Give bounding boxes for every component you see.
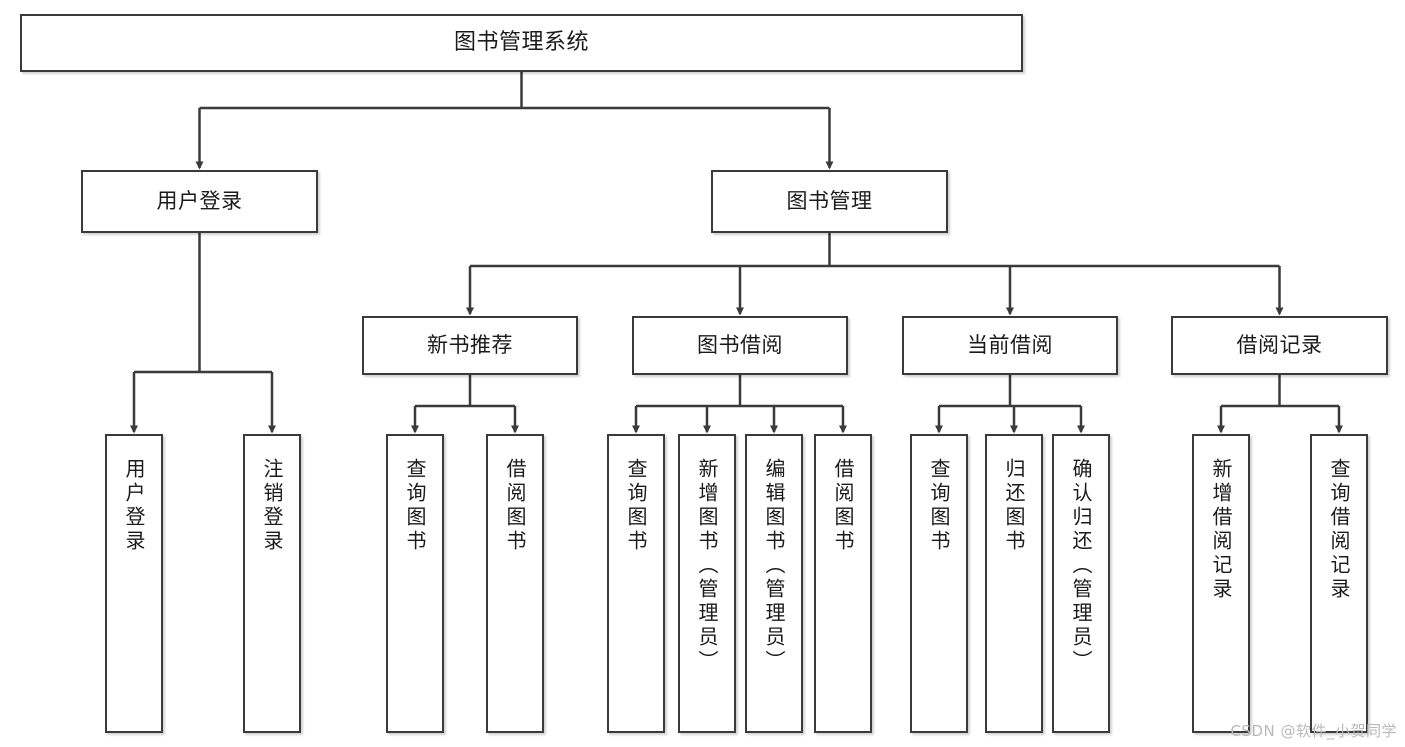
node-label: 查询图书	[927, 458, 951, 554]
node-leaf-nb-borrow[interactable]: 借阅图书	[486, 434, 544, 733]
node-leaf-rec-query[interactable]: 查询借阅记录	[1310, 434, 1368, 733]
node-label: 借阅记录	[1236, 332, 1323, 357]
node-label: 图书管理	[786, 188, 873, 213]
node-records[interactable]: 借阅记录	[1171, 316, 1388, 375]
watermark: CSDN @软件_小贺同学	[1230, 722, 1397, 740]
node-label: 新书推荐	[427, 332, 513, 357]
node-label: 图书借阅	[697, 332, 783, 357]
node-label: 用户登录	[122, 458, 146, 554]
node-label: 当前借阅	[967, 332, 1053, 357]
node-label: 编辑图书（管理员）	[762, 458, 786, 674]
node-leaf-cur-query[interactable]: 查询图书	[910, 434, 968, 733]
node-newbook[interactable]: 新书推荐	[362, 316, 578, 375]
node-label: 查询借阅记录	[1327, 458, 1351, 602]
node-current[interactable]: 当前借阅	[902, 316, 1118, 375]
node-label: 新增图书（管理员）	[695, 458, 719, 674]
node-label: 用户登录	[156, 188, 243, 213]
node-leaf-cur-confirm[interactable]: 确认归还（管理员）	[1052, 434, 1110, 733]
node-label: 图书管理系统	[453, 29, 589, 55]
node-label: 确认归还（管理员）	[1069, 458, 1093, 674]
node-label: 查询图书	[624, 458, 648, 554]
node-label: 查询图书	[403, 458, 427, 554]
node-leaf-bk-edit[interactable]: 编辑图书（管理员）	[745, 434, 803, 733]
node-root[interactable]: 图书管理系统	[20, 14, 1023, 72]
node-label: 注销登录	[260, 458, 284, 554]
node-leaf-nb-query[interactable]: 查询图书	[386, 434, 444, 733]
node-leaf-user-logout[interactable]: 注销登录	[243, 434, 301, 733]
node-label: 归还图书	[1002, 458, 1026, 554]
node-label: 借阅图书	[831, 458, 855, 554]
node-bookmgmt[interactable]: 图书管理	[711, 170, 948, 233]
node-label: 借阅图书	[503, 458, 527, 554]
node-label: 新增借阅记录	[1209, 458, 1233, 602]
node-leaf-user-login[interactable]: 用户登录	[105, 434, 163, 733]
node-leaf-rec-add[interactable]: 新增借阅记录	[1192, 434, 1250, 733]
node-leaf-bk-query[interactable]: 查询图书	[607, 434, 665, 733]
node-login[interactable]: 用户登录	[81, 170, 318, 233]
node-borrow[interactable]: 图书借阅	[632, 316, 848, 375]
node-leaf-bk-add[interactable]: 新增图书（管理员）	[678, 434, 736, 733]
node-leaf-bk-borrow[interactable]: 借阅图书	[814, 434, 872, 733]
node-leaf-cur-return[interactable]: 归还图书	[985, 434, 1043, 733]
